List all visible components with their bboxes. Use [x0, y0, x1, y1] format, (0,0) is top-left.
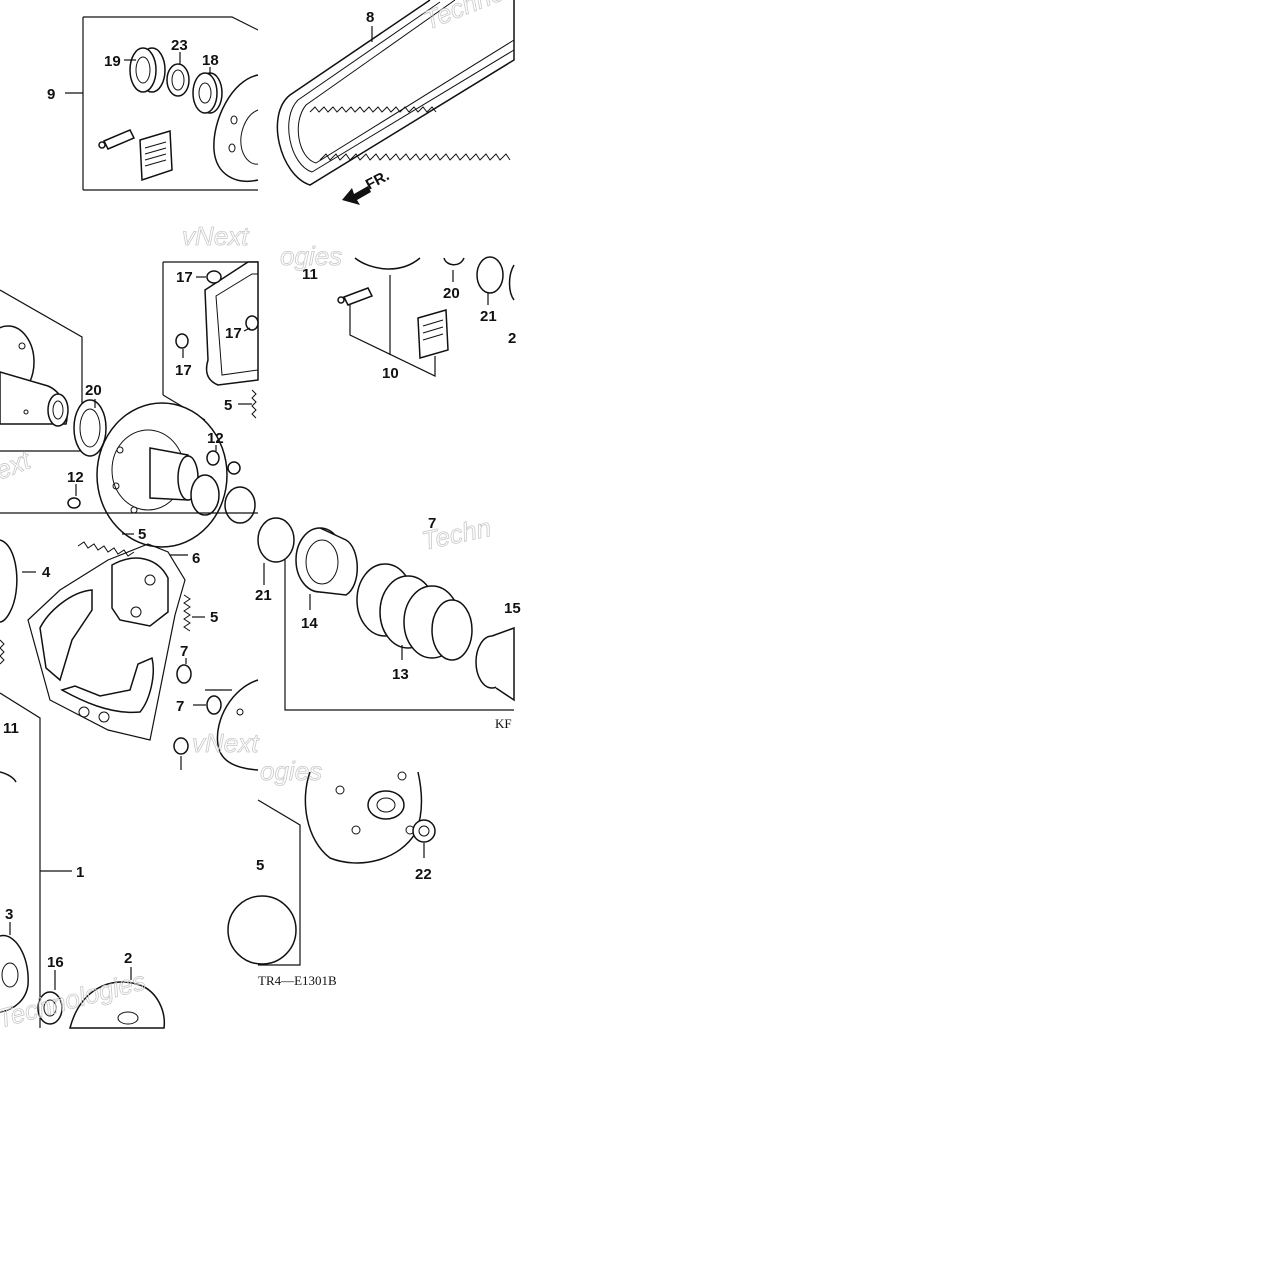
callout-10: 10	[382, 365, 399, 382]
drive-face-boss	[304, 771, 423, 864]
callout-6: 6	[192, 550, 200, 567]
callout-20-right: 20	[443, 285, 460, 302]
seal-20-right	[443, 257, 465, 282]
grease-tube	[98, 129, 136, 150]
callout-11-lower: 11	[3, 720, 19, 737]
watermark: ogies	[280, 241, 342, 271]
callout-14: 14	[301, 615, 318, 632]
circlip-23	[166, 63, 190, 97]
tile-lower-middle: 21 14 13 15 7 KF Techn	[255, 512, 521, 731]
callout-9: 9	[47, 86, 55, 103]
callout-11-top: 11	[302, 266, 318, 283]
callout-7-lower: 7	[176, 698, 184, 715]
callout-15: 15	[504, 600, 521, 617]
front-direction-arrow: FR.	[342, 167, 392, 205]
callout-21-lower: 21	[255, 587, 272, 604]
spring-5-middle	[238, 389, 257, 419]
watermark: vNext	[192, 728, 260, 758]
spring-seat-14	[295, 527, 358, 610]
callout-7-top: 7	[428, 515, 436, 532]
ball-bearing-18	[192, 72, 223, 114]
spring-5-right	[183, 594, 205, 632]
driven-face-disc	[213, 74, 259, 182]
grease-label-card	[139, 130, 173, 182]
drive-plate-partial	[205, 679, 259, 771]
o-ring-21-right	[476, 256, 504, 305]
tile-top-middle: 8 FR. Techno	[276, 0, 515, 205]
collar-pin-12-right	[206, 445, 241, 475]
callout-1: 1	[76, 864, 84, 881]
callout-12-right: 12	[207, 430, 224, 447]
oil-seal-20	[73, 399, 107, 457]
callout-17-top: 17	[176, 269, 193, 286]
watermark: ogies	[260, 756, 322, 786]
collar-pin-12-left	[67, 484, 81, 509]
clutch-shoe-set-6	[27, 543, 188, 741]
reference-code-e1301b: TR4—E1301B	[258, 973, 337, 988]
watermark: ext	[0, 444, 36, 485]
callout-22: 22	[415, 866, 432, 883]
needle-bearing-19	[129, 47, 166, 93]
callout-7-upper: 7	[180, 643, 188, 660]
nut-16	[37, 970, 63, 1025]
tile-top-left: 9 19 23 18	[47, 16, 259, 191]
watermark: vNext	[182, 221, 250, 251]
callout-12-left: 12	[67, 469, 84, 486]
flange-nut-22	[412, 819, 436, 858]
callout-16: 16	[47, 954, 64, 971]
callout-17-low: 17	[175, 362, 192, 379]
callout-5-top: 5	[138, 526, 146, 543]
grease-tube-10	[337, 287, 374, 306]
callout-20-left: 20	[85, 382, 102, 399]
o-ring-21-lower	[257, 517, 295, 585]
callout-4: 4	[42, 564, 51, 581]
slider-17-low	[175, 333, 189, 358]
callout-5-middle: 5	[224, 397, 232, 414]
damper-7-lower	[193, 695, 222, 715]
tile-lower-left: 4 11 5 6 5 7	[0, 512, 261, 771]
label-card-10	[417, 309, 449, 359]
callout-8: 8	[366, 9, 374, 26]
tile-bottom-left: 1 3 16 2 Technologies	[0, 770, 166, 1034]
callout-19: 19	[104, 53, 121, 70]
o-rings-middle	[190, 474, 256, 524]
seal-collar-15	[475, 626, 515, 702]
callout-2: 2	[124, 950, 132, 967]
tile-middle-middle: 10 11 20 21 2 ogies	[280, 241, 517, 382]
callout-18: 18	[202, 52, 219, 69]
clutch-outer-3	[0, 922, 29, 1013]
slider-17-mid	[243, 315, 259, 332]
damper-7-upper	[176, 658, 192, 684]
reference-code-kf: KF	[495, 716, 512, 731]
callout-21-right: 21	[480, 308, 497, 325]
slider-17-top	[196, 270, 222, 284]
spring-5-top	[77, 533, 135, 557]
callout-2-partial: 2	[508, 330, 516, 347]
drive-pulley-hub	[0, 325, 69, 427]
movable-driven-face	[96, 402, 228, 548]
callout-3: 3	[5, 906, 13, 923]
callout-5-bottom: 5	[256, 857, 264, 874]
callout-23: 23	[171, 37, 188, 54]
callout-13: 13	[392, 666, 409, 683]
tile-middle-left: 20 12 12	[0, 221, 259, 548]
clutch-drum-2	[69, 967, 166, 1029]
callout-17-mid: 17	[225, 325, 242, 342]
driven-spring-13	[356, 563, 473, 661]
tile-bottom-middle: 22 5 TR4—E1301B ogies	[227, 756, 436, 988]
callout-5-right: 5	[210, 609, 218, 626]
